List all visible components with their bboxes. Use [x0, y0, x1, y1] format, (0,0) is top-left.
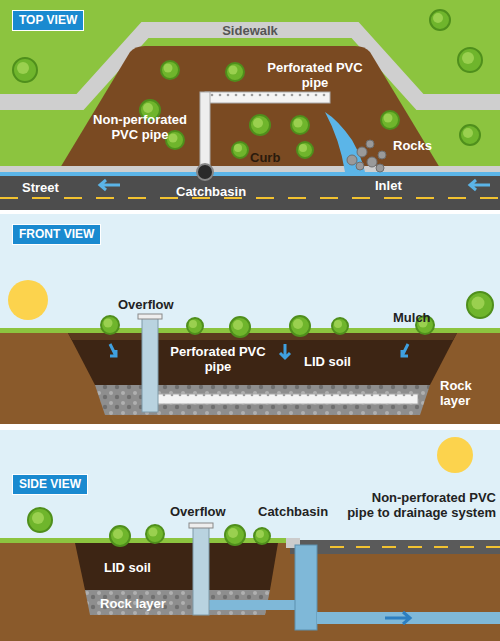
- part-label: Perforated PVC pipe: [168, 344, 268, 374]
- part-label: Non-perforated PVC pipe to drainage syst…: [342, 490, 496, 520]
- side-view: [0, 430, 500, 641]
- top-view: [0, 0, 500, 210]
- part-label: Sidewalk: [205, 23, 295, 38]
- part-label: Non-perforated PVC pipe: [86, 112, 194, 142]
- view-badge: FRONT VIEW: [12, 224, 101, 245]
- badge-text: SIDE VIEW: [19, 477, 81, 491]
- part-label: Rock layer: [100, 596, 190, 611]
- front-view: [0, 214, 500, 424]
- part-label: Perforated PVC pipe: [265, 60, 365, 90]
- part-label: Inlet: [375, 178, 425, 193]
- part-label: Catchbasin: [258, 504, 338, 519]
- plants: [13, 10, 493, 546]
- part-label: Street: [22, 180, 82, 195]
- part-label: Overflow: [118, 297, 188, 312]
- part-label: LID soil: [304, 354, 374, 369]
- part-label: LID soil: [104, 560, 184, 575]
- part-label: Rock layer: [440, 378, 496, 408]
- view-badge: TOP VIEW: [12, 10, 84, 31]
- view-badge: SIDE VIEW: [12, 474, 88, 495]
- part-label: Rocks: [393, 138, 443, 153]
- part-label: Overflow: [170, 504, 240, 519]
- badge-text: TOP VIEW: [19, 13, 77, 27]
- part-label: Curb: [250, 150, 300, 165]
- part-label: Mulch: [393, 310, 453, 325]
- badge-text: FRONT VIEW: [19, 227, 94, 241]
- part-label: Catchbasin: [176, 184, 266, 199]
